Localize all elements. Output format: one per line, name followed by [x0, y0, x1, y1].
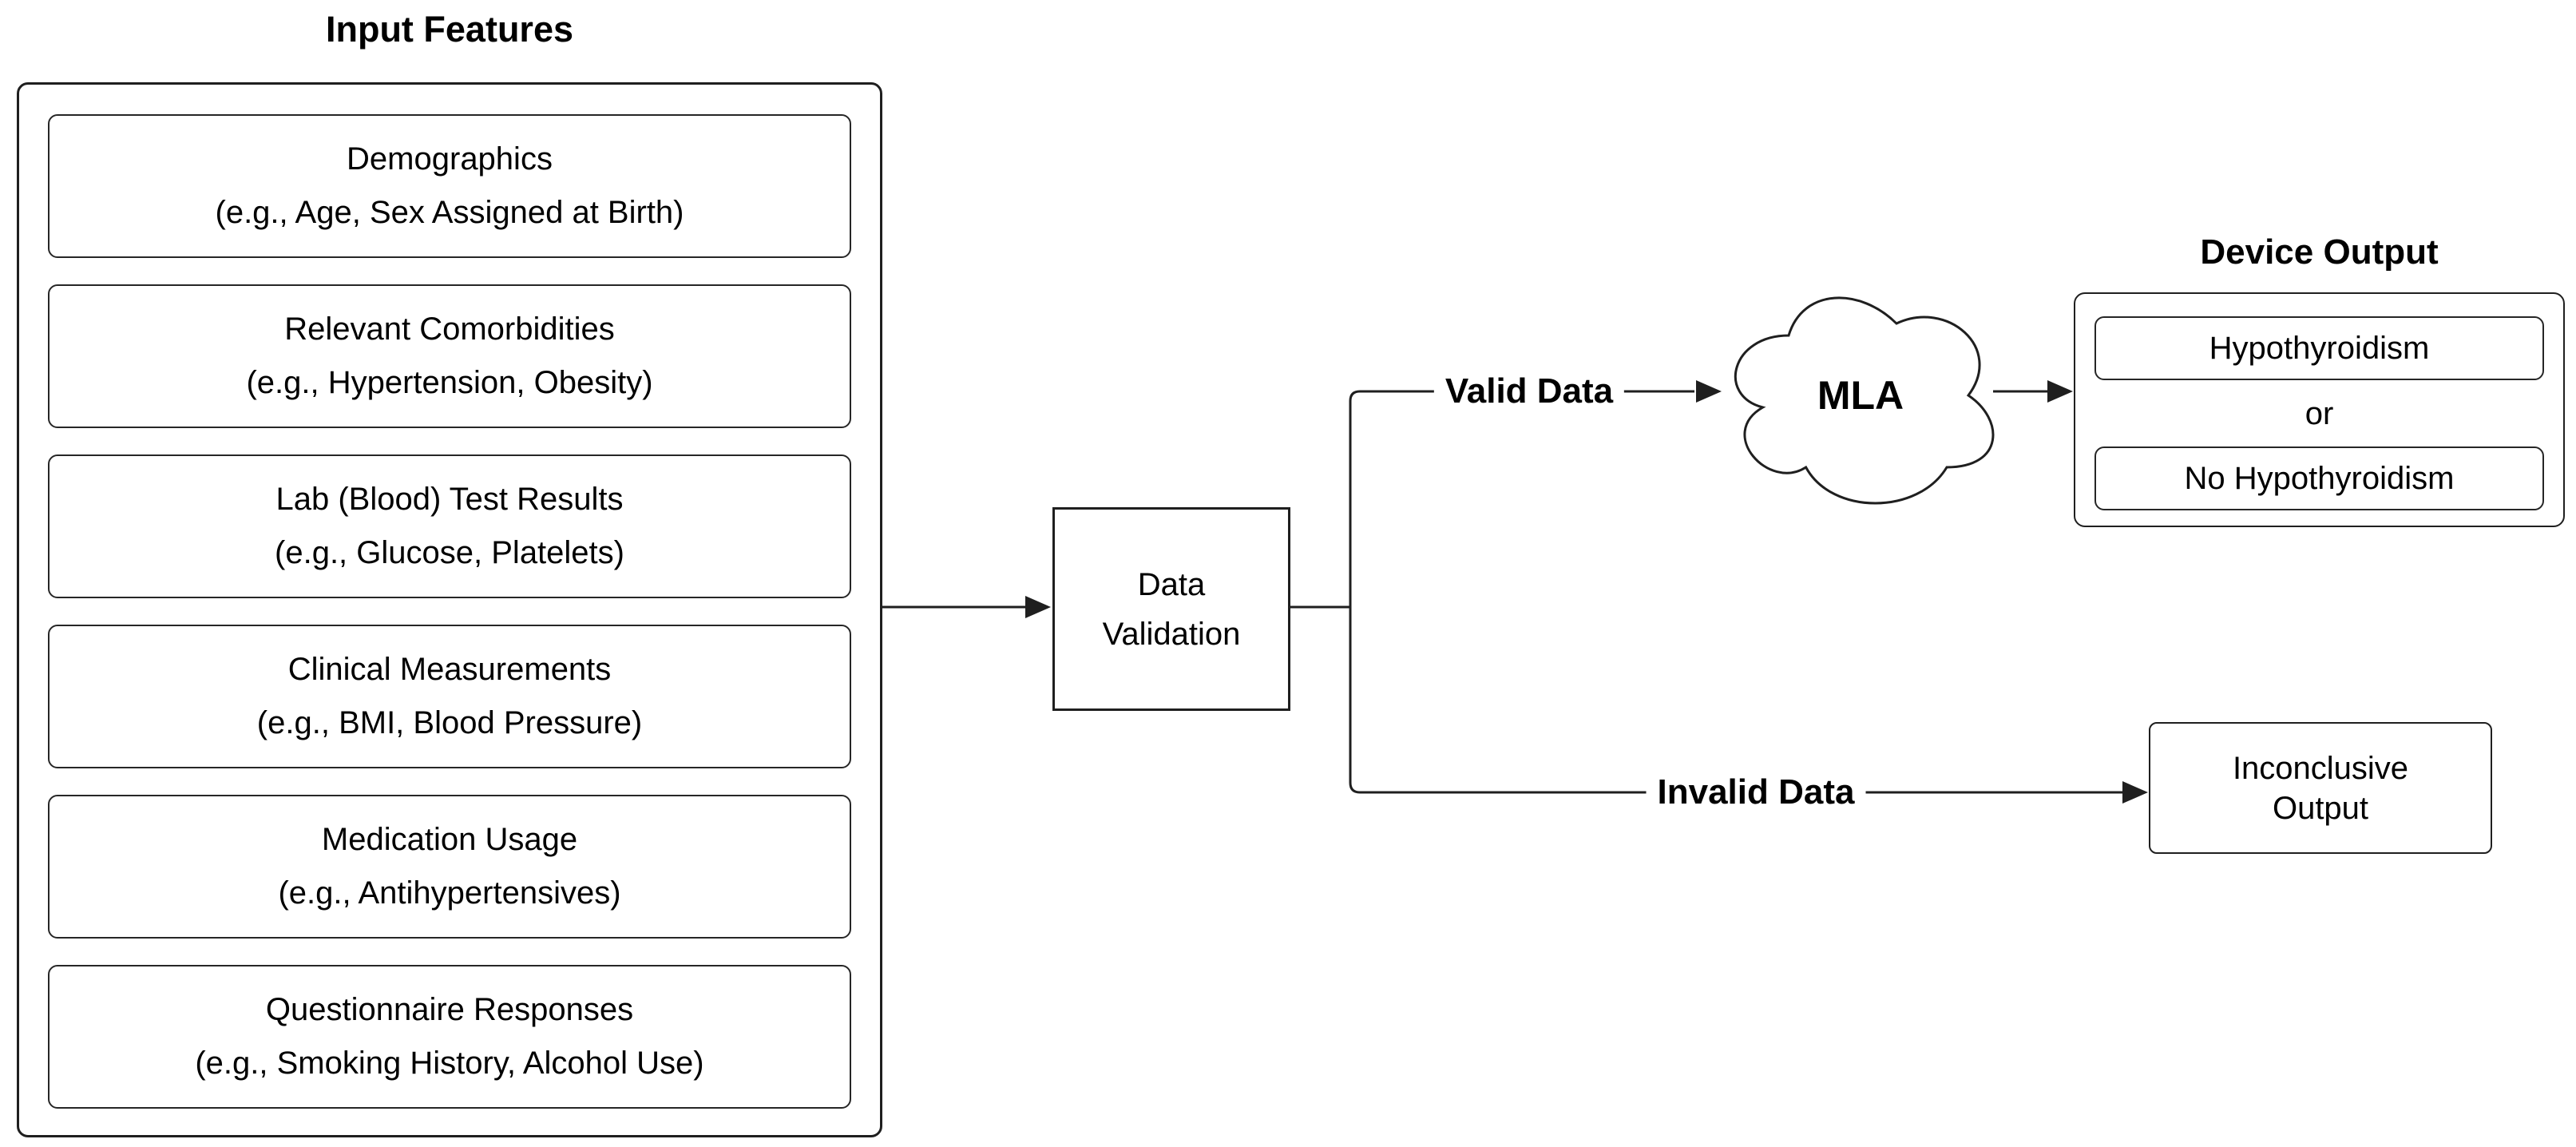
feature-examples: (e.g., Smoking History, Alcohol Use) — [195, 1046, 704, 1081]
input-features-title: Input Features — [325, 9, 574, 50]
feature-box-comorbidities: Relevant Comorbidities (e.g., Hypertensi… — [48, 284, 851, 428]
feature-label: Demographics — [347, 141, 553, 177]
device-output-container: Hypothyroidism or No Hypothyroidism — [2074, 292, 2565, 527]
feature-examples: (e.g., BMI, Blood Pressure) — [256, 705, 643, 740]
or-separator-label: or — [2305, 395, 2334, 431]
feature-label: Medication Usage — [321, 821, 578, 857]
device-output-title: Device Output — [2200, 232, 2439, 272]
arrowhead-into-inconclusive — [2122, 781, 2148, 804]
no-hypothyroidism-box: No Hypothyroidism — [2094, 446, 2544, 510]
arrowhead-into-device-output — [2047, 380, 2073, 403]
feature-box-questionnaire: Questionnaire Responses (e.g., Smoking H… — [48, 965, 851, 1109]
hypothyroidism-label: Hypothyroidism — [2209, 330, 2430, 366]
inconclusive-output-box: Inconclusive Output — [2149, 722, 2492, 854]
feature-box-demographics: Demographics (e.g., Age, Sex Assigned at… — [48, 114, 851, 258]
hypothyroidism-box: Hypothyroidism — [2094, 316, 2544, 380]
data-validation-label: Validation — [1102, 616, 1241, 652]
feature-label: Questionnaire Responses — [265, 991, 634, 1027]
feature-box-lab-results: Lab (Blood) Test Results (e.g., Glucose,… — [48, 454, 851, 598]
feature-examples: (e.g., Glucose, Platelets) — [275, 535, 624, 570]
mla-cloud — [1734, 296, 1995, 505]
inconclusive-label: Inconclusive — [2232, 750, 2409, 786]
invalid-data-label: Invalid Data — [1646, 771, 1866, 814]
feature-box-medication-usage: Medication Usage (e.g., Antihypertensive… — [48, 795, 851, 939]
feature-box-clinical-measurements: Clinical Measurements (e.g., BMI, Blood … — [48, 625, 851, 768]
no-hypothyroidism-label: No Hypothyroidism — [2184, 460, 2455, 496]
feature-examples: (e.g., Antihypertensives) — [278, 875, 621, 911]
arrowhead-into-mla — [1696, 380, 1722, 403]
feature-label: Lab (Blood) Test Results — [275, 481, 624, 517]
input-features-container: Demographics (e.g., Age, Sex Assigned at… — [17, 82, 882, 1137]
feature-label: Relevant Comorbidities — [284, 311, 615, 347]
feature-examples: (e.g., Age, Sex Assigned at Birth) — [215, 195, 684, 230]
valid-data-label: Valid Data — [1433, 370, 1625, 413]
feature-examples: (e.g., Hypertension, Obesity) — [246, 365, 653, 400]
data-validation-box: Data Validation — [1052, 507, 1290, 711]
arrowhead-into-validation — [1025, 596, 1051, 618]
feature-label: Clinical Measurements — [287, 651, 612, 687]
mla-label: MLA — [1817, 373, 1904, 418]
line-branch-trunk — [1349, 390, 1361, 794]
inconclusive-label: Output — [2272, 790, 2369, 826]
data-validation-label: Data — [1137, 566, 1206, 602]
